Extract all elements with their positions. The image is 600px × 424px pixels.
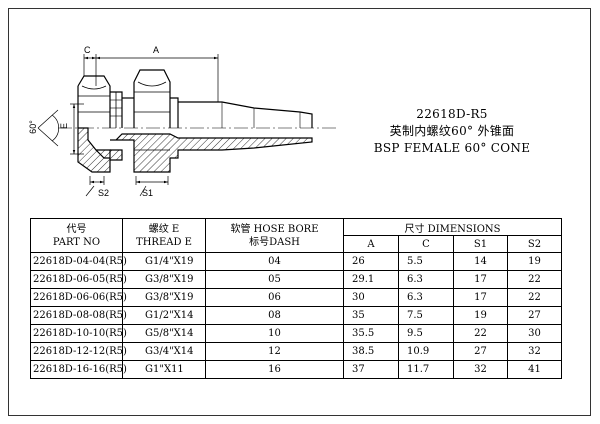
cell-a: 35 bbox=[343, 306, 399, 325]
cell-c: 6.3 bbox=[398, 270, 454, 289]
cell-c: 11.7 bbox=[398, 360, 454, 379]
cell-dash: 05 bbox=[205, 270, 344, 289]
cell-thread: G5/8"X14 bbox=[122, 324, 206, 343]
cell-s2: 41 bbox=[506, 360, 563, 379]
cell-c: 7.5 bbox=[398, 306, 454, 325]
cell-s1: 27 bbox=[453, 342, 508, 361]
header-thread: 螺纹 E THREAD E bbox=[122, 218, 206, 253]
cell-s2: 22 bbox=[506, 270, 563, 289]
cell-part-no: 22618D-10-10(R5) bbox=[30, 324, 127, 343]
cell-part-no: 22618D-12-12(R5) bbox=[30, 342, 127, 361]
cell-dash: 16 bbox=[205, 360, 344, 379]
cell-dash: 06 bbox=[205, 288, 344, 307]
cell-dash: 12 bbox=[205, 342, 344, 361]
header-a: A bbox=[343, 235, 399, 253]
cell-thread: G3/8"X19 bbox=[122, 288, 206, 307]
title-block: 22618D-R5 英制内螺纹60° 外锥面 BSP FEMALE 60° CO… bbox=[352, 106, 552, 157]
cell-dash: 10 bbox=[205, 324, 344, 343]
cell-thread: G1/4"X19 bbox=[122, 252, 206, 271]
cell-c: 10.9 bbox=[398, 342, 454, 361]
cell-dash: 04 bbox=[205, 252, 344, 271]
dim-label-e: E bbox=[59, 122, 70, 130]
dim-label-a: A bbox=[153, 45, 160, 55]
product-name-cn: 英制内螺纹60° 外锥面 bbox=[389, 124, 515, 138]
cell-s1: 17 bbox=[453, 288, 508, 307]
cell-s2: 27 bbox=[506, 306, 563, 325]
header-s2: S2 bbox=[506, 235, 563, 253]
header-s1: S1 bbox=[453, 235, 508, 253]
fitting-upper-view bbox=[77, 69, 313, 128]
cell-a: 37 bbox=[343, 360, 399, 379]
cell-s1: 17 bbox=[453, 270, 508, 289]
cell-s1: 22 bbox=[453, 324, 508, 343]
page-frame bbox=[8, 8, 591, 416]
dim-label-c: C bbox=[84, 45, 91, 55]
dim-label-s1: S1 bbox=[142, 188, 154, 198]
cell-thread: G1/2"X14 bbox=[122, 306, 206, 325]
cell-part-no: 22618D-06-06(R5) bbox=[30, 288, 127, 307]
cell-c: 9.5 bbox=[398, 324, 454, 343]
cell-thread: G1"X11 bbox=[122, 360, 206, 379]
cell-thread: G3/8"X19 bbox=[122, 270, 206, 289]
header-part-no: 代号 PART NO bbox=[30, 218, 123, 253]
cell-part-no: 22618D-04-04(R5) bbox=[30, 252, 127, 271]
cell-s1: 19 bbox=[453, 306, 508, 325]
header-c: C bbox=[398, 235, 454, 253]
cell-s2: 19 bbox=[506, 252, 563, 271]
cell-thread: G3/4"X14 bbox=[122, 342, 206, 361]
dimensions bbox=[37, 54, 219, 197]
cell-a: 29.1 bbox=[343, 270, 399, 289]
cell-part-no: 22618D-06-05(R5) bbox=[30, 270, 127, 289]
cell-s2: 22 bbox=[506, 288, 563, 307]
cell-a: 38.5 bbox=[343, 342, 399, 361]
model-number: 22618D-R5 bbox=[416, 107, 488, 121]
product-name-en: BSP FEMALE 60° CONE bbox=[373, 141, 531, 155]
cell-s2: 32 bbox=[506, 342, 563, 361]
cell-s2: 30 bbox=[506, 324, 563, 343]
cell-part-no: 22618D-16-16(R5) bbox=[30, 360, 127, 379]
cell-a: 35.5 bbox=[343, 324, 399, 343]
cell-c: 5.5 bbox=[398, 252, 454, 271]
cell-part-no: 22618D-08-08(R5) bbox=[30, 306, 127, 325]
cell-c: 6.3 bbox=[398, 288, 454, 307]
cell-a: 26 bbox=[343, 252, 399, 271]
cell-s1: 32 bbox=[453, 360, 508, 379]
header-hose-bore: 软管 HOSE BORE 标号DASH bbox=[205, 218, 344, 253]
cell-dash: 08 bbox=[205, 306, 344, 325]
cell-a: 30 bbox=[343, 288, 399, 307]
dim-label-s2: S2 bbox=[98, 188, 110, 198]
cell-s1: 14 bbox=[453, 252, 508, 271]
spec-table: 代号 PART NO 螺纹 E THREAD E 软管 HOSE BORE 标号… bbox=[30, 218, 563, 379]
fitting-lower-section bbox=[77, 127, 313, 173]
dim-label-angle: 60° bbox=[27, 120, 38, 134]
header-dimensions: 尺寸 DIMENSIONS bbox=[342, 218, 563, 236]
